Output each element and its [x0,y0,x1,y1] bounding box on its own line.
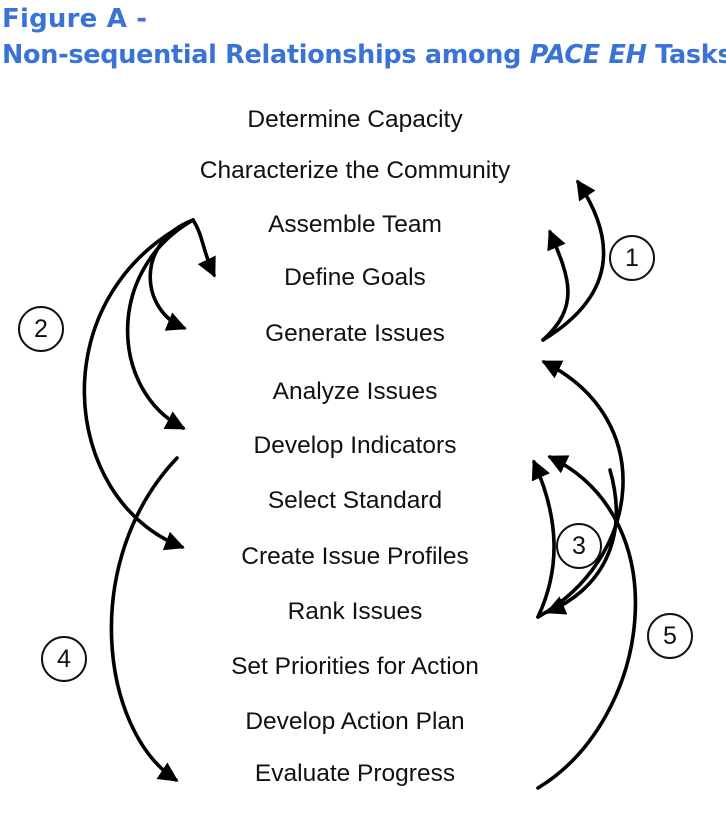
relationship-label-5: 5 [647,613,693,659]
arrow-1-to-assemble [541,229,570,342]
task-rank-issues: Rank Issues [287,598,423,625]
task-develop-action-plan: Develop Action Plan [245,708,465,735]
arrow-3-to-generate-issues [536,360,625,619]
figure-label: Figure A - [2,4,148,34]
title-prefix: Non-sequential Relationships among [2,40,530,70]
task-create-issue-profiles: Create Issue Profiles [241,543,469,570]
arrow-2-to-develop-indicators [125,218,195,430]
arrow-2-to-create-profiles [82,218,195,551]
figure-title: Non-sequential Relationships among PACE … [2,40,726,70]
arrow-3-to-develop-indicators [531,459,556,619]
task-determine-capacity: Determine Capacity [247,106,463,133]
relationship-label-3: 3 [556,523,602,569]
arrow-1-to-characterize [541,179,606,342]
task-define-goals: Define Goals [284,264,426,291]
relationship-label-1: 1 [609,235,655,281]
relationship-label-4: 4 [41,636,87,682]
task-evaluate-progress: Evaluate Progress [254,760,456,787]
title-emphasis: PACE EH [529,40,647,70]
task-assemble-team: Assemble Team [268,211,442,238]
arrow-3-return-to-rank [545,468,619,615]
task-generate-issues: Generate Issues [265,320,445,347]
relationship-label-2: 2 [18,306,64,352]
arrow-4-to-evaluate-progress [109,456,179,782]
title-suffix: Tasks [646,40,726,70]
task-characterize-community: Characterize the Community [199,157,511,184]
arrow-2-to-define-goals [191,218,216,278]
task-select-standard: Select Standard [267,487,443,514]
arrow-5-to-develop-indicators [536,455,638,790]
task-analyze-issues: Analyze Issues [272,378,438,405]
task-develop-indicators: Develop Indicators [253,432,457,459]
task-set-priorities: Set Priorities for Action [231,653,479,680]
